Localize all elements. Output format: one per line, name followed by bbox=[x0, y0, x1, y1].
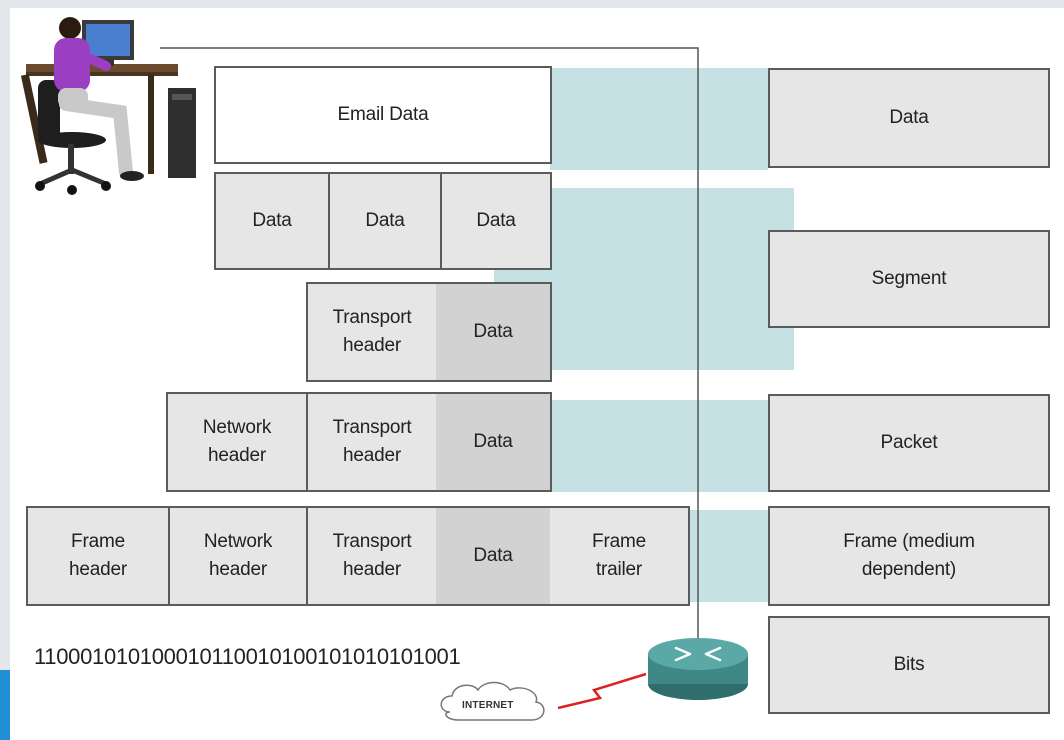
encapsulation-diagram: INTERNET Email Data Data Data Data Trans… bbox=[10, 8, 1064, 740]
segment-data-cell: Data bbox=[436, 284, 550, 380]
pdu-label-bits: Bits bbox=[768, 616, 1050, 714]
pdu-label-packet: Packet bbox=[768, 394, 1050, 492]
frame-transport-header-cell: Transport header bbox=[306, 508, 436, 604]
network-cable-line bbox=[160, 47, 699, 648]
pdu-label-segment: Segment bbox=[768, 230, 1050, 328]
packet-data-cell: Data bbox=[436, 394, 550, 490]
slide-edge-accent bbox=[0, 670, 10, 740]
data-chunk-1: Data bbox=[216, 174, 328, 268]
transport-header-cell: Transport header bbox=[308, 284, 436, 380]
packet-transport-header-cell: Transport header bbox=[306, 394, 436, 490]
pdu-label-frame: Frame (medium dependent) bbox=[768, 506, 1050, 606]
segmented-data-row: Data Data Data bbox=[214, 172, 552, 270]
band-frame bbox=[686, 510, 768, 602]
internet-cloud-icon bbox=[440, 681, 545, 721]
network-header-cell: Network header bbox=[168, 394, 306, 490]
router-icon bbox=[648, 638, 748, 700]
band-packet bbox=[550, 400, 768, 492]
data-chunk-2: Data bbox=[328, 174, 440, 268]
internet-cloud-label: INTERNET bbox=[462, 700, 514, 711]
bits-stream: 11000101010001011001010010101010​1001 bbox=[34, 644, 461, 669]
segment-row: Transport header Data bbox=[306, 282, 552, 382]
packet-row: Network header Transport header Data bbox=[166, 392, 552, 492]
frame-trailer-cell: Frame trailer bbox=[550, 508, 688, 604]
connection-lines bbox=[160, 47, 748, 721]
pdu-label-data: Data bbox=[768, 68, 1050, 168]
frame-header-cell: Frame header bbox=[28, 508, 168, 604]
data-chunk-3: Data bbox=[440, 174, 550, 268]
wan-link-line bbox=[557, 672, 647, 710]
email-data-box: Email Data bbox=[214, 66, 552, 164]
frame-row: Frame header Network header Transport he… bbox=[26, 506, 690, 606]
frame-data-cell: Data bbox=[436, 508, 550, 604]
band-data bbox=[550, 68, 768, 170]
user-computer-icon bbox=[20, 17, 196, 195]
frame-network-header-cell: Network header bbox=[168, 508, 306, 604]
